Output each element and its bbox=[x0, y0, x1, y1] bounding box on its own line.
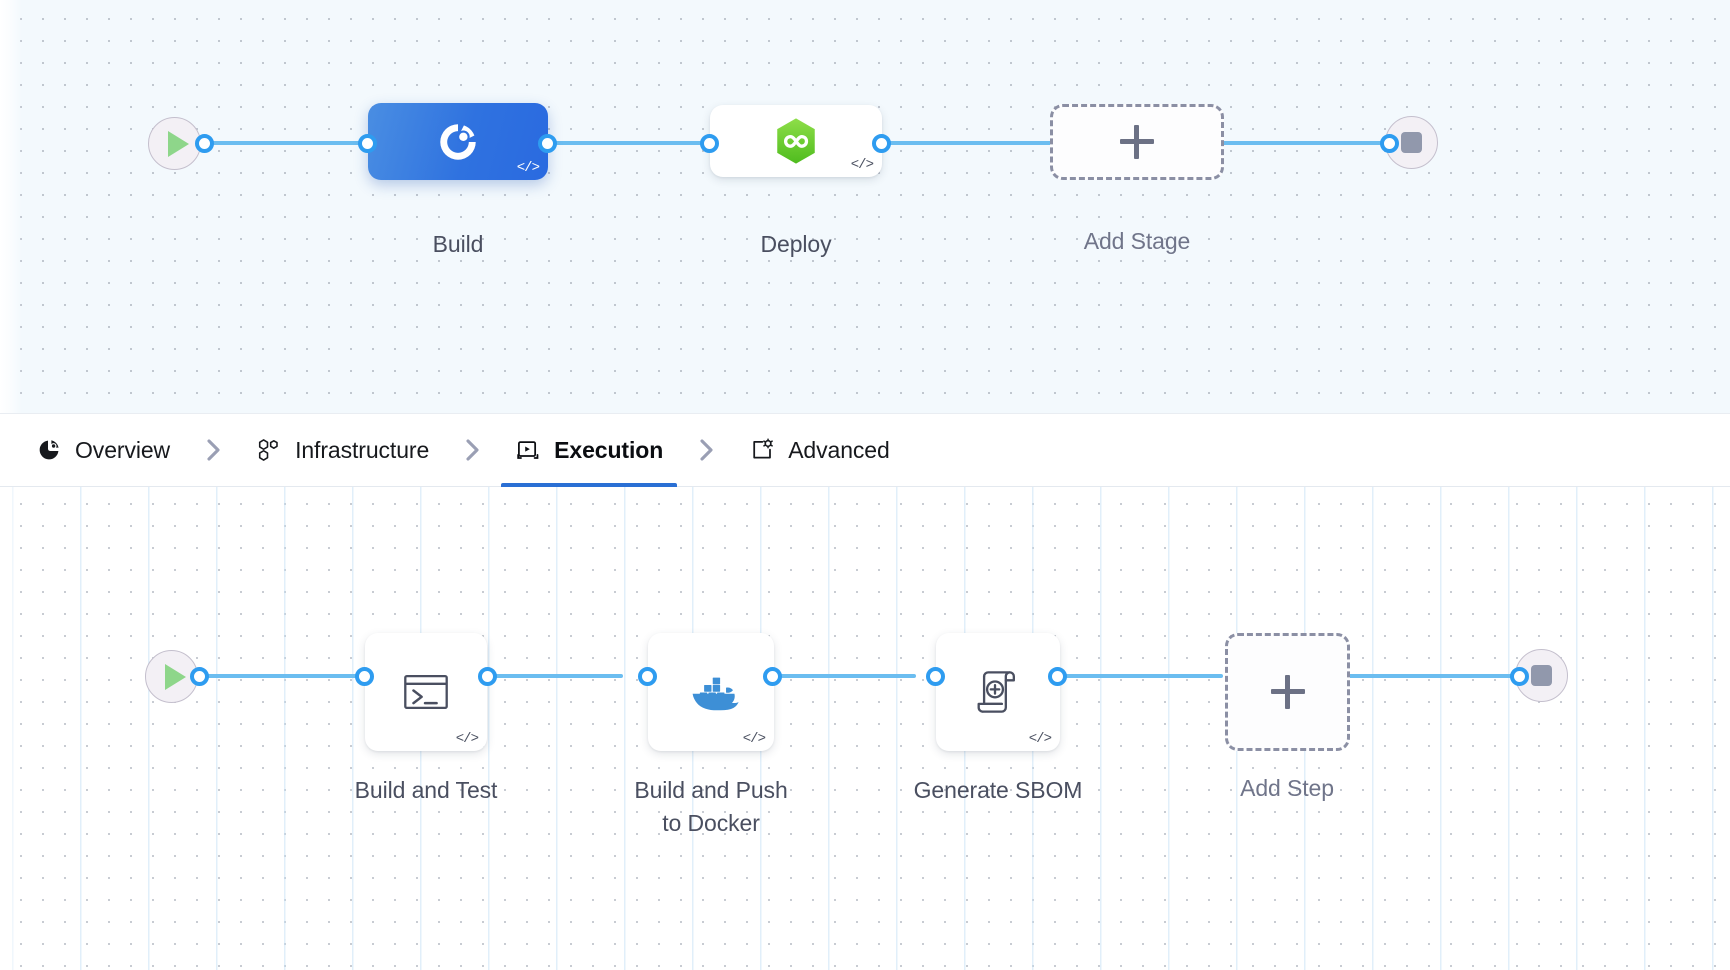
exec-label-build-and-push-to-docker: Build and Push to Docker bbox=[634, 777, 788, 836]
exec-step-docker-code-badge[interactable]: </> bbox=[742, 731, 766, 747]
chevron-right-icon bbox=[669, 437, 743, 463]
exec-step-generate-sbom[interactable]: </> bbox=[936, 633, 1060, 751]
stage-connector-build-deploy bbox=[545, 141, 710, 145]
exec-step-build-and-test[interactable]: </> bbox=[365, 633, 487, 751]
exec-connector-sbom-addstep bbox=[1053, 674, 1223, 678]
hexagon-cluster-icon bbox=[256, 437, 282, 463]
stage-deploy-code-badge[interactable]: </> bbox=[850, 157, 874, 173]
exec-step-build-and-test-code-badge[interactable]: </> bbox=[455, 731, 479, 747]
stage-port-deploy-in[interactable] bbox=[700, 134, 719, 153]
exec-port-buildtest-out[interactable] bbox=[478, 667, 497, 686]
stage-label-add-stage: Add Stage bbox=[1083, 228, 1191, 254]
terminal-icon bbox=[400, 666, 452, 718]
add-stage-button[interactable] bbox=[1050, 104, 1224, 180]
stage-config-tabbar: Overview Infrastructure bbox=[0, 413, 1730, 487]
stage-port-deploy-out[interactable] bbox=[872, 134, 891, 153]
play-icon bbox=[164, 663, 186, 690]
advanced-gear-icon bbox=[749, 437, 775, 463]
execution-start-node[interactable] bbox=[145, 650, 198, 703]
tab-advanced[interactable]: Advanced bbox=[743, 413, 896, 487]
plus-icon bbox=[1270, 675, 1305, 709]
overview-pie-icon bbox=[36, 437, 62, 463]
stage-node-deploy[interactable]: </> bbox=[710, 105, 882, 177]
stage-label-build: Build bbox=[432, 231, 484, 257]
exec-port-sbom-out[interactable] bbox=[1048, 667, 1067, 686]
tab-execution[interactable]: Execution bbox=[501, 413, 678, 487]
stage-port-build-in[interactable] bbox=[358, 134, 377, 153]
exec-label-build-and-test: Build and Test bbox=[354, 777, 498, 803]
exec-port-start-out[interactable] bbox=[190, 667, 209, 686]
exec-step-build-and-push-to-docker[interactable]: </> bbox=[648, 633, 774, 751]
exec-port-end-in[interactable] bbox=[1510, 667, 1529, 686]
stage-port-start-out[interactable] bbox=[195, 134, 214, 153]
exec-label-generate-sbom: Generate SBOM bbox=[913, 777, 1083, 803]
exec-label-add-step: Add Step bbox=[1240, 775, 1334, 801]
harness-cd-icon bbox=[771, 116, 821, 166]
chevron-right-icon bbox=[435, 437, 509, 463]
execution-play-icon bbox=[515, 437, 541, 463]
pipeline-start-node[interactable] bbox=[148, 117, 201, 170]
exec-connector-addstep-end bbox=[1340, 674, 1520, 678]
exec-port-buildtest-in[interactable] bbox=[355, 667, 374, 686]
execution-graph-canvas[interactable]: </> Build and Test bbox=[0, 487, 1730, 970]
stage-build-code-badge[interactable]: </> bbox=[516, 160, 540, 176]
exec-port-docker-in[interactable] bbox=[638, 667, 657, 686]
exec-port-docker-out[interactable] bbox=[763, 667, 782, 686]
stage-label-deploy: Deploy bbox=[760, 231, 832, 257]
tab-label-execution: Execution bbox=[554, 436, 664, 463]
sbom-scroll-icon bbox=[970, 664, 1026, 720]
exec-connector-buildtest-docker bbox=[483, 674, 623, 678]
chevron-right-icon bbox=[176, 437, 250, 463]
stage-connector-start-build bbox=[205, 141, 363, 145]
stage-node-build[interactable]: </> bbox=[368, 103, 548, 180]
stop-icon bbox=[1401, 132, 1422, 153]
exec-step-sbom-code-badge[interactable]: </> bbox=[1028, 731, 1052, 747]
stage-port-end-in[interactable] bbox=[1380, 134, 1399, 153]
tab-label-overview: Overview bbox=[75, 436, 171, 463]
stage-port-build-out[interactable] bbox=[538, 134, 557, 153]
plus-icon bbox=[1120, 125, 1154, 159]
tab-label-infrastructure: Infrastructure bbox=[295, 436, 430, 463]
tab-overview[interactable]: Overview bbox=[30, 413, 176, 487]
tab-label-advanced: Advanced bbox=[788, 436, 890, 463]
exec-connector-start-buildtest bbox=[200, 674, 360, 678]
stage-graph-canvas[interactable]: </> Build </> bbox=[0, 0, 1730, 413]
exec-port-sbom-in[interactable] bbox=[926, 667, 945, 686]
exec-connector-docker-sbom bbox=[768, 674, 916, 678]
add-step-button[interactable] bbox=[1225, 633, 1350, 751]
docker-icon bbox=[680, 666, 742, 718]
stage-connector-addstage-end bbox=[1222, 141, 1390, 145]
ci-build-icon bbox=[435, 119, 481, 165]
tab-infrastructure[interactable]: Infrastructure bbox=[250, 413, 435, 487]
play-icon bbox=[167, 130, 189, 157]
stop-icon bbox=[1531, 665, 1552, 686]
stage-connector-deploy-addstage bbox=[880, 141, 1055, 145]
